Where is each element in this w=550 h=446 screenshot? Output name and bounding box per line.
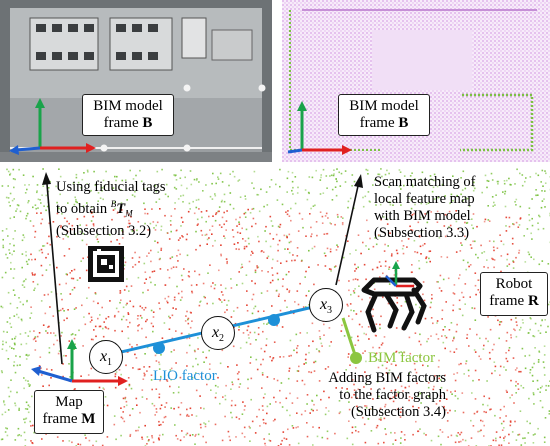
fiducial-arrow bbox=[46, 183, 63, 365]
bim-point-map bbox=[282, 0, 550, 162]
bim-factor-edge bbox=[341, 317, 358, 359]
frame-prefix: frame bbox=[42, 411, 82, 427]
scan-line1: Scan matching of bbox=[374, 174, 476, 190]
frame-symbol: R bbox=[527, 293, 539, 309]
robot-frame-label: Robot frame R bbox=[480, 272, 548, 316]
fiducial-line2: to obtain BTM bbox=[56, 196, 226, 223]
map-frame-line1: Map bbox=[55, 394, 83, 410]
fiducial-prefix: to obtain bbox=[56, 200, 111, 217]
frame-prefix: frame bbox=[103, 115, 143, 131]
lio-factor-dot bbox=[153, 342, 165, 354]
pose-node-x1: x1 bbox=[89, 340, 123, 374]
fiducial-sub: M bbox=[125, 208, 133, 219]
node-var: x bbox=[319, 296, 328, 313]
bim-factor-legend: BIM factor bbox=[368, 350, 436, 366]
factor-graph bbox=[31, 172, 427, 386]
point-cloud-panel: Using fiducial tags to obtain BTM (Subse… bbox=[0, 168, 550, 446]
frame-prefix: frame bbox=[489, 293, 528, 309]
lio-factor-dot bbox=[268, 314, 280, 326]
bim-model-frame-label: BIM model frame B bbox=[82, 94, 174, 136]
bim-factor-line2: to the factor graph bbox=[339, 387, 446, 403]
fiducial-sup: B bbox=[110, 199, 117, 209]
robot-frame-line1: Robot bbox=[495, 276, 533, 292]
scan-matching-arrow bbox=[335, 185, 359, 286]
robot-frame-line2: frame R bbox=[487, 293, 541, 310]
bim-floorplan-render bbox=[0, 0, 272, 162]
bim-point-frame-line1: BIM model bbox=[349, 98, 419, 114]
bim-model-frame-line2: frame B bbox=[89, 115, 167, 132]
bim-point-frame-label: BIM model frame B bbox=[338, 94, 430, 136]
lio-factor-legend: LIO factor bbox=[153, 368, 217, 384]
bim-model-frame-line1: BIM model bbox=[93, 98, 163, 114]
scan-line3: with BIM model bbox=[374, 208, 471, 224]
frame-symbol: B bbox=[398, 115, 409, 131]
pose-node-x3: x3 bbox=[309, 288, 343, 322]
scan-line2: local feature map bbox=[374, 191, 475, 207]
frame-prefix: frame bbox=[359, 115, 399, 131]
fiducial-line3: (Subsection 3.2) bbox=[56, 222, 152, 239]
node-sub: 3 bbox=[327, 305, 333, 317]
bim-factor-line1: Adding BIM factors bbox=[328, 370, 446, 386]
fiducial-T: T bbox=[116, 200, 126, 217]
fiducial-annotation: Using fiducial tags to obtain BTM (Subse… bbox=[56, 179, 226, 240]
frame-symbol: B bbox=[142, 115, 153, 131]
fiducial-line1: Using fiducial tags bbox=[56, 179, 166, 195]
node-var: x bbox=[211, 324, 220, 341]
bim-model-render-panel: BIM model frame B bbox=[0, 0, 272, 162]
bim-factor-annotation: Adding BIM factors to the factor graph (… bbox=[306, 370, 446, 421]
pose-node-x2: x2 bbox=[201, 316, 235, 350]
bim-factor-dot bbox=[350, 352, 362, 364]
scan-matching-annotation: Scan matching of local feature map with … bbox=[374, 174, 544, 242]
node-sub: 1 bbox=[107, 357, 113, 369]
quadruped-robot-icon bbox=[361, 261, 427, 333]
scan-line4: (Subsection 3.3) bbox=[374, 225, 470, 241]
node-var: x bbox=[99, 348, 108, 365]
map-frame-label: Map frame M bbox=[34, 390, 104, 434]
map-frame-line2: frame M bbox=[41, 411, 97, 428]
bim-point-map-panel: BIM model frame B bbox=[282, 0, 550, 162]
bim-point-frame-line2: frame B bbox=[345, 115, 423, 132]
node-sub: 2 bbox=[219, 333, 225, 345]
fiducial-tag-icon bbox=[88, 246, 124, 282]
bim-factor-line3: (Subsection 3.4) bbox=[350, 404, 446, 420]
frame-symbol: M bbox=[81, 411, 96, 427]
